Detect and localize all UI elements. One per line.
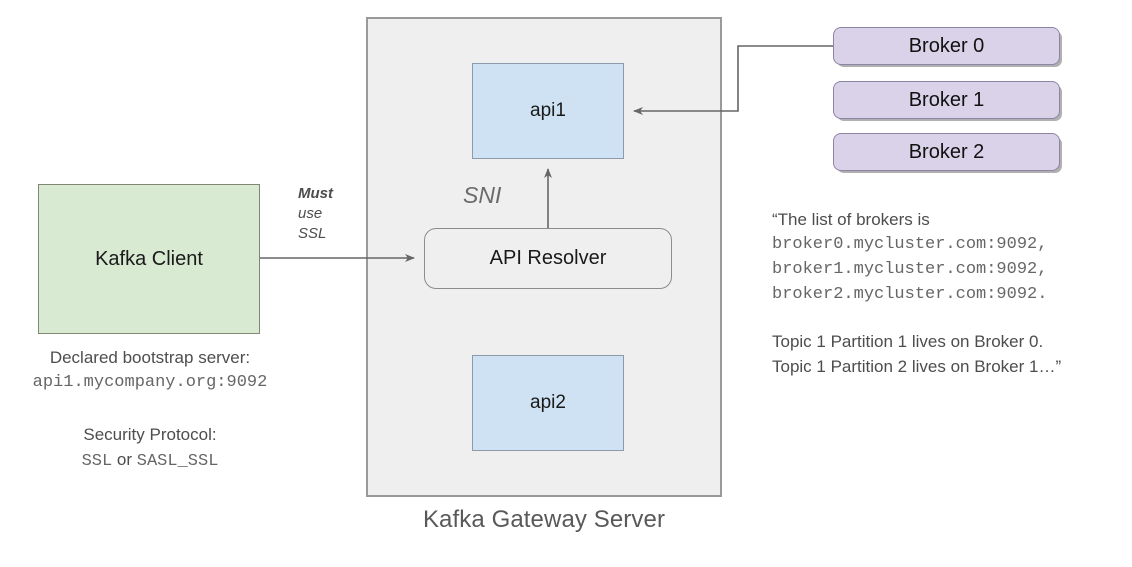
broker-0-label: Broker 0 — [908, 34, 985, 57]
must-use-ssl-line-1: Must — [298, 185, 333, 202]
kafka-client-label: Kafka Client — [95, 247, 203, 270]
api2-box[interactable]: api2 — [472, 355, 624, 451]
broker-note-line-3: broker1.mycluster.com:9092, — [772, 260, 1048, 279]
api2-label: api2 — [530, 392, 566, 413]
must-use-ssl-line-2: use — [298, 205, 323, 222]
bootstrap-heading: Declared bootstrap server: — [49, 348, 251, 367]
security-option-joiner: or — [116, 450, 133, 469]
security-heading: Security Protocol: — [83, 425, 217, 444]
must-use-ssl-line-3: SSL — [298, 225, 327, 242]
broker-metadata-note: “The list of brokers is broker0.mycluste… — [772, 207, 1122, 379]
sni-label: SNI — [463, 182, 502, 208]
broker-2-label: Broker 2 — [908, 140, 985, 163]
api1-box[interactable]: api1 — [472, 63, 624, 159]
api1-label: api1 — [530, 100, 566, 121]
broker-note-line-1: “The list of brokers is — [772, 210, 930, 229]
broker-note-line-5: Topic 1 Partition 1 lives on Broker 0. — [772, 332, 1044, 351]
api-resolver-label: API Resolver — [489, 247, 607, 269]
security-option-sasl-ssl: SASL_SSL — [136, 452, 219, 471]
gateway-caption: Kafka Gateway Server — [422, 506, 666, 533]
broker-note-line-4: broker2.mycluster.com:9092. — [772, 285, 1048, 304]
must-use-ssl-label: Must use SSL — [298, 184, 333, 244]
bootstrap-server-caption: Declared bootstrap server: api1.mycompan… — [0, 345, 300, 395]
broker-0-box[interactable]: Broker 0 — [833, 27, 1060, 65]
kafka-client-box[interactable]: Kafka Client — [38, 184, 260, 334]
broker-note-line-6: Topic 1 Partition 2 lives on Broker 1…” — [772, 357, 1062, 376]
security-option-ssl: SSL — [81, 452, 113, 471]
broker-1-box[interactable]: Broker 1 — [833, 81, 1060, 119]
broker-2-box[interactable]: Broker 2 — [833, 133, 1060, 171]
api-resolver-box[interactable]: API Resolver — [424, 228, 672, 289]
security-protocol-caption: Security Protocol: SSL or SASL_SSL — [0, 422, 300, 474]
bootstrap-value: api1.mycompany.org:9092 — [32, 373, 268, 392]
broker-note-spacer — [772, 307, 1122, 329]
security-options: SSL or SASL_SSL — [0, 447, 300, 474]
broker-1-label: Broker 1 — [908, 88, 985, 111]
broker-note-line-2: broker0.mycluster.com:9092, — [772, 235, 1048, 254]
